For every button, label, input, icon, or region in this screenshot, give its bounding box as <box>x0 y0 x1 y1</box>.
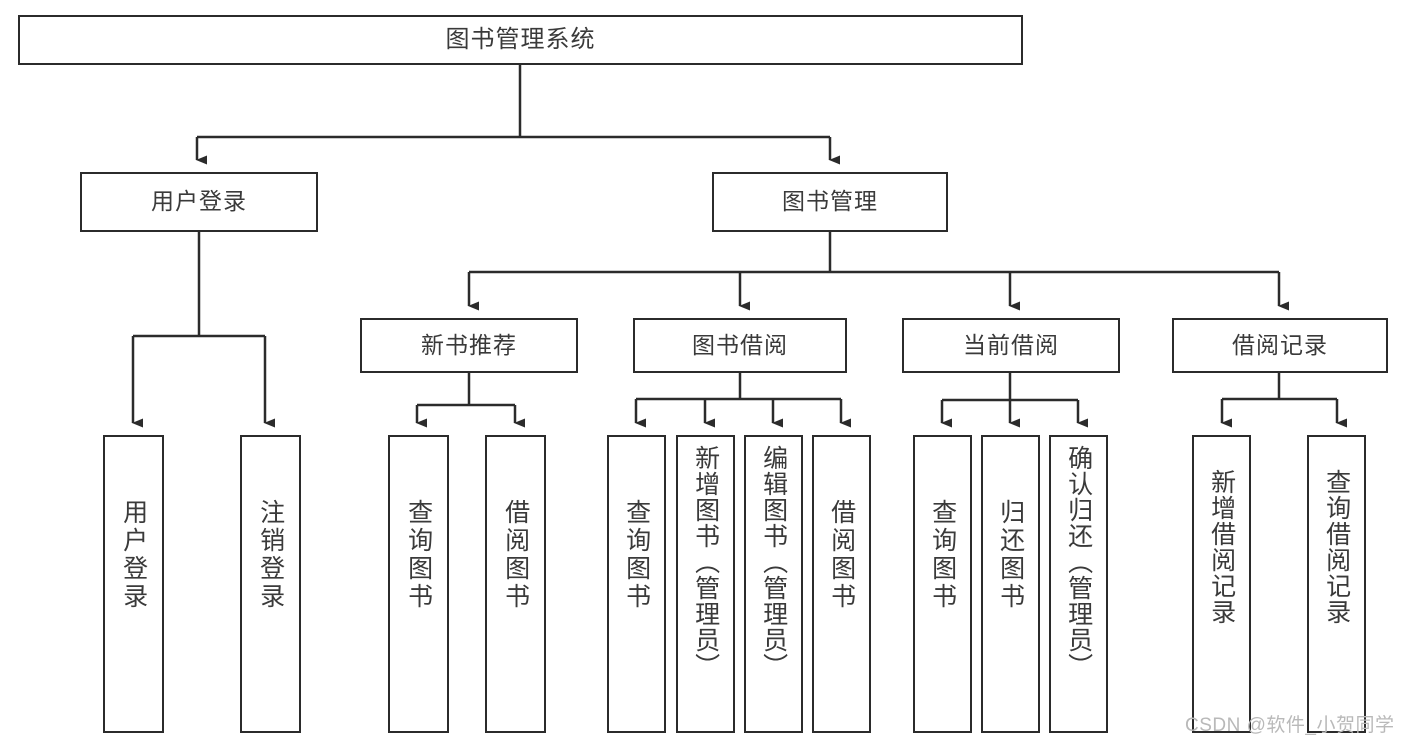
node-leaf-add-borrow-record[interactable]: 新增借阅记录 <box>1192 435 1251 733</box>
node-label: 用户登录 <box>151 188 247 215</box>
node-label: 查询图书 <box>928 499 957 611</box>
node-label: 图书管理系统 <box>445 25 596 53</box>
node-label: 新增借阅记录 <box>1207 469 1236 625</box>
node-borrow-records[interactable]: 借阅记录 <box>1172 318 1388 373</box>
node-label: 图书借阅 <box>692 331 788 358</box>
node-label: 用户登录 <box>119 499 148 611</box>
node-leaf-borrow-book-recommend[interactable]: 借阅图书 <box>485 435 546 733</box>
node-label: 借阅图书 <box>501 499 530 611</box>
node-label: 编辑图书（管理员） <box>759 445 788 679</box>
node-leaf-return-book[interactable]: 归还图书 <box>981 435 1040 733</box>
node-leaf-confirm-return-admin[interactable]: 确认归还（管理员） <box>1049 435 1108 733</box>
node-book-management[interactable]: 图书管理 <box>712 172 948 232</box>
node-user-login[interactable]: 用户登录 <box>80 172 318 232</box>
node-label: 图书管理 <box>782 188 878 215</box>
node-leaf-query-borrow-record[interactable]: 查询借阅记录 <box>1307 435 1366 733</box>
node-leaf-add-book-admin[interactable]: 新增图书（管理员） <box>676 435 735 733</box>
csdn-watermark: CSDN @软件_小贺同学 <box>1185 715 1395 736</box>
node-new-book-recommend[interactable]: 新书推荐 <box>360 318 578 373</box>
node-label: 查询图书 <box>404 499 433 611</box>
node-leaf-logout[interactable]: 注销登录 <box>240 435 301 733</box>
node-label: 确认归还（管理员） <box>1064 445 1093 679</box>
node-label: 借阅图书 <box>827 499 856 611</box>
node-label: 归还图书 <box>996 499 1025 611</box>
node-current-borrow[interactable]: 当前借阅 <box>902 318 1120 373</box>
node-label: 借阅记录 <box>1232 331 1328 358</box>
node-book-borrow[interactable]: 图书借阅 <box>633 318 847 373</box>
node-label: 注销登录 <box>256 499 285 611</box>
node-leaf-edit-book-admin[interactable]: 编辑图书（管理员） <box>744 435 803 733</box>
node-label: 新增图书（管理员） <box>691 445 720 679</box>
node-leaf-query-book-current[interactable]: 查询图书 <box>913 435 972 733</box>
node-label: 查询图书 <box>622 499 651 611</box>
node-label: 查询借阅记录 <box>1322 469 1351 625</box>
node-leaf-user-login[interactable]: 用户登录 <box>103 435 164 733</box>
node-root-system[interactable]: 图书管理系统 <box>18 15 1023 65</box>
node-leaf-query-book-recommend[interactable]: 查询图书 <box>388 435 449 733</box>
node-label: 当前借阅 <box>963 331 1059 358</box>
node-leaf-borrow-book-borrow[interactable]: 借阅图书 <box>812 435 871 733</box>
node-leaf-query-book-borrow[interactable]: 查询图书 <box>607 435 666 733</box>
node-label: 新书推荐 <box>421 331 517 358</box>
